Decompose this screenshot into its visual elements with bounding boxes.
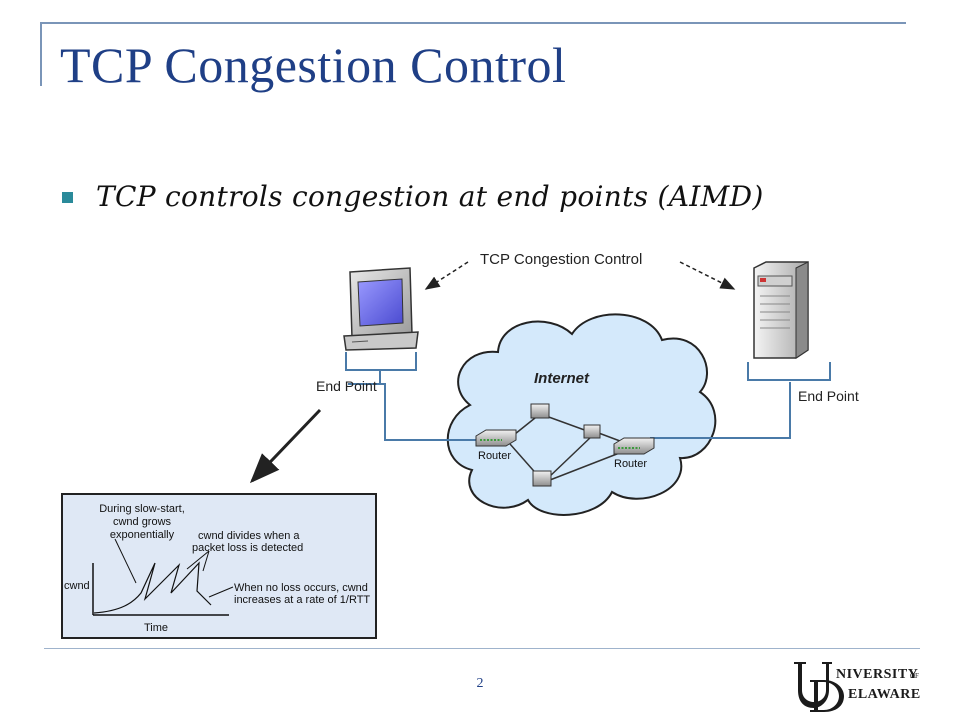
title-frame-top bbox=[40, 22, 906, 24]
page-number: 2 bbox=[476, 676, 484, 691]
server-icon bbox=[753, 261, 809, 359]
switch-3 bbox=[532, 470, 552, 487]
cloud-label: Internet bbox=[534, 370, 590, 387]
router-right-icon bbox=[613, 437, 655, 455]
x-axis-label: Time bbox=[144, 622, 169, 634]
router-left-label: Router bbox=[478, 450, 512, 462]
end-point-left-label: End Point bbox=[316, 378, 377, 394]
university-logo: NIVERSITY OF ELAWARE. bbox=[794, 662, 920, 712]
center-label: TCP Congestion Control bbox=[480, 251, 643, 268]
svg-text:OF: OF bbox=[910, 672, 919, 680]
divide-line-1: cwnd divides when a bbox=[198, 530, 300, 542]
slow-start-line-2: cwnd grows bbox=[112, 516, 172, 528]
link-left bbox=[348, 383, 478, 441]
cwnd-curve bbox=[93, 561, 212, 614]
internet-cloud bbox=[446, 313, 717, 516]
footer-rule bbox=[44, 648, 920, 649]
title-frame-left bbox=[40, 22, 42, 86]
right-endpoint-bracket bbox=[747, 362, 831, 381]
arrow-to-inset bbox=[249, 408, 322, 484]
arrow-to-server bbox=[679, 261, 736, 290]
slow-start-line-1: During slow-start, bbox=[99, 503, 185, 515]
bullet-marker bbox=[62, 192, 73, 203]
noloss-line-1: When no loss occurs, cwnd bbox=[234, 582, 368, 594]
svg-text:ELAWARE.: ELAWARE. bbox=[848, 687, 920, 702]
noloss-line-2: increases at a rate of 1/RTT bbox=[234, 594, 371, 606]
divide-line-2: packet loss is detected bbox=[192, 542, 304, 554]
switch-1 bbox=[530, 403, 550, 419]
router-right-label: Router bbox=[614, 458, 648, 470]
svg-text:NIVERSITY: NIVERSITY bbox=[836, 667, 918, 682]
pc-icon bbox=[343, 267, 419, 351]
bullet-text: TCP controls congestion at end points (A… bbox=[96, 180, 764, 213]
arrow-to-pc bbox=[424, 261, 469, 290]
link-right bbox=[650, 382, 791, 439]
slide-title: TCP Congestion Control bbox=[60, 37, 567, 93]
router-left-icon bbox=[475, 429, 517, 447]
end-point-right-label: End Point bbox=[798, 388, 859, 404]
cwnd-graph bbox=[92, 538, 234, 616]
switch-2 bbox=[583, 424, 601, 439]
y-axis-label: cwnd bbox=[64, 580, 90, 592]
slow-start-line-3: exponentially bbox=[109, 529, 175, 541]
left-endpoint-bracket bbox=[345, 352, 417, 371]
